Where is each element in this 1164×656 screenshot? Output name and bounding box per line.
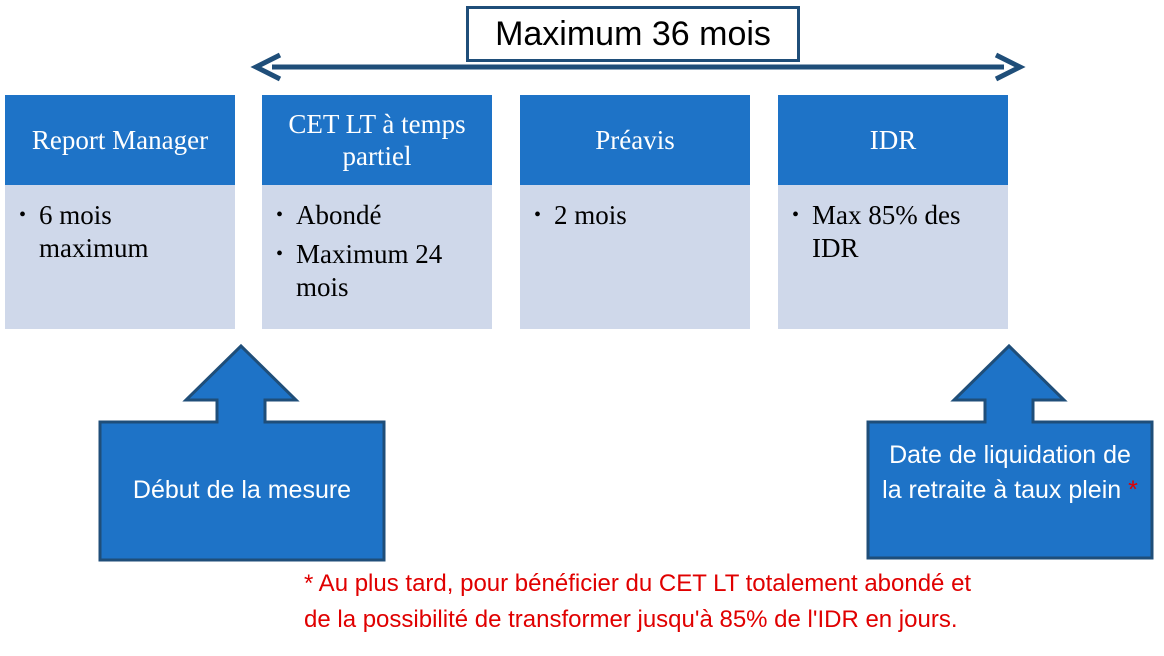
card-bullet: •Max 85% des IDR <box>792 200 961 263</box>
card-body: •Max 85% des IDR <box>778 185 1008 329</box>
footnote-marker: * <box>1128 476 1138 504</box>
card-report-manager: Report Manager •6 mois maximum <box>5 95 235 329</box>
start-callout-label: Début de la mesure <box>132 476 352 504</box>
timeline-label: Maximum 36 mois <box>466 6 800 62</box>
card-idr: IDR •Max 85% des IDR <box>778 95 1008 329</box>
card-bullet: •6 mois maximum <box>19 200 149 263</box>
card-preavis: Préavis •2 mois <box>520 95 750 329</box>
card-body: •2 mois <box>520 185 750 329</box>
card-title: Report Manager <box>5 95 235 185</box>
end-callout-shape <box>866 343 1154 560</box>
card-body: •6 mois maximum <box>5 185 235 329</box>
card-bullet: •2 mois <box>534 200 627 230</box>
card-bullet: •Abondé <box>276 200 382 230</box>
timeline-arrow <box>250 52 1026 82</box>
card-bullet: •Maximum 24 mois <box>276 239 443 302</box>
end-callout-label: Date de liquidation de la retraite à tau… <box>882 441 1138 504</box>
footnote: * Au plus tard, pour bénéficier du CET L… <box>304 566 1144 638</box>
card-title: IDR <box>778 95 1008 185</box>
card-cet-lt: CET LT à temps partiel •Abondé •Maximum … <box>262 95 492 329</box>
footnote-line-2: de la possibilité de transformer jusqu'à… <box>304 606 958 633</box>
footnote-line-1: * Au plus tard, pour bénéficier du CET L… <box>304 570 972 597</box>
start-callout-shape <box>98 343 386 562</box>
card-title: Préavis <box>520 95 750 185</box>
card-title: CET LT à temps partiel <box>262 95 492 185</box>
card-body: •Abondé •Maximum 24 mois <box>262 185 492 329</box>
